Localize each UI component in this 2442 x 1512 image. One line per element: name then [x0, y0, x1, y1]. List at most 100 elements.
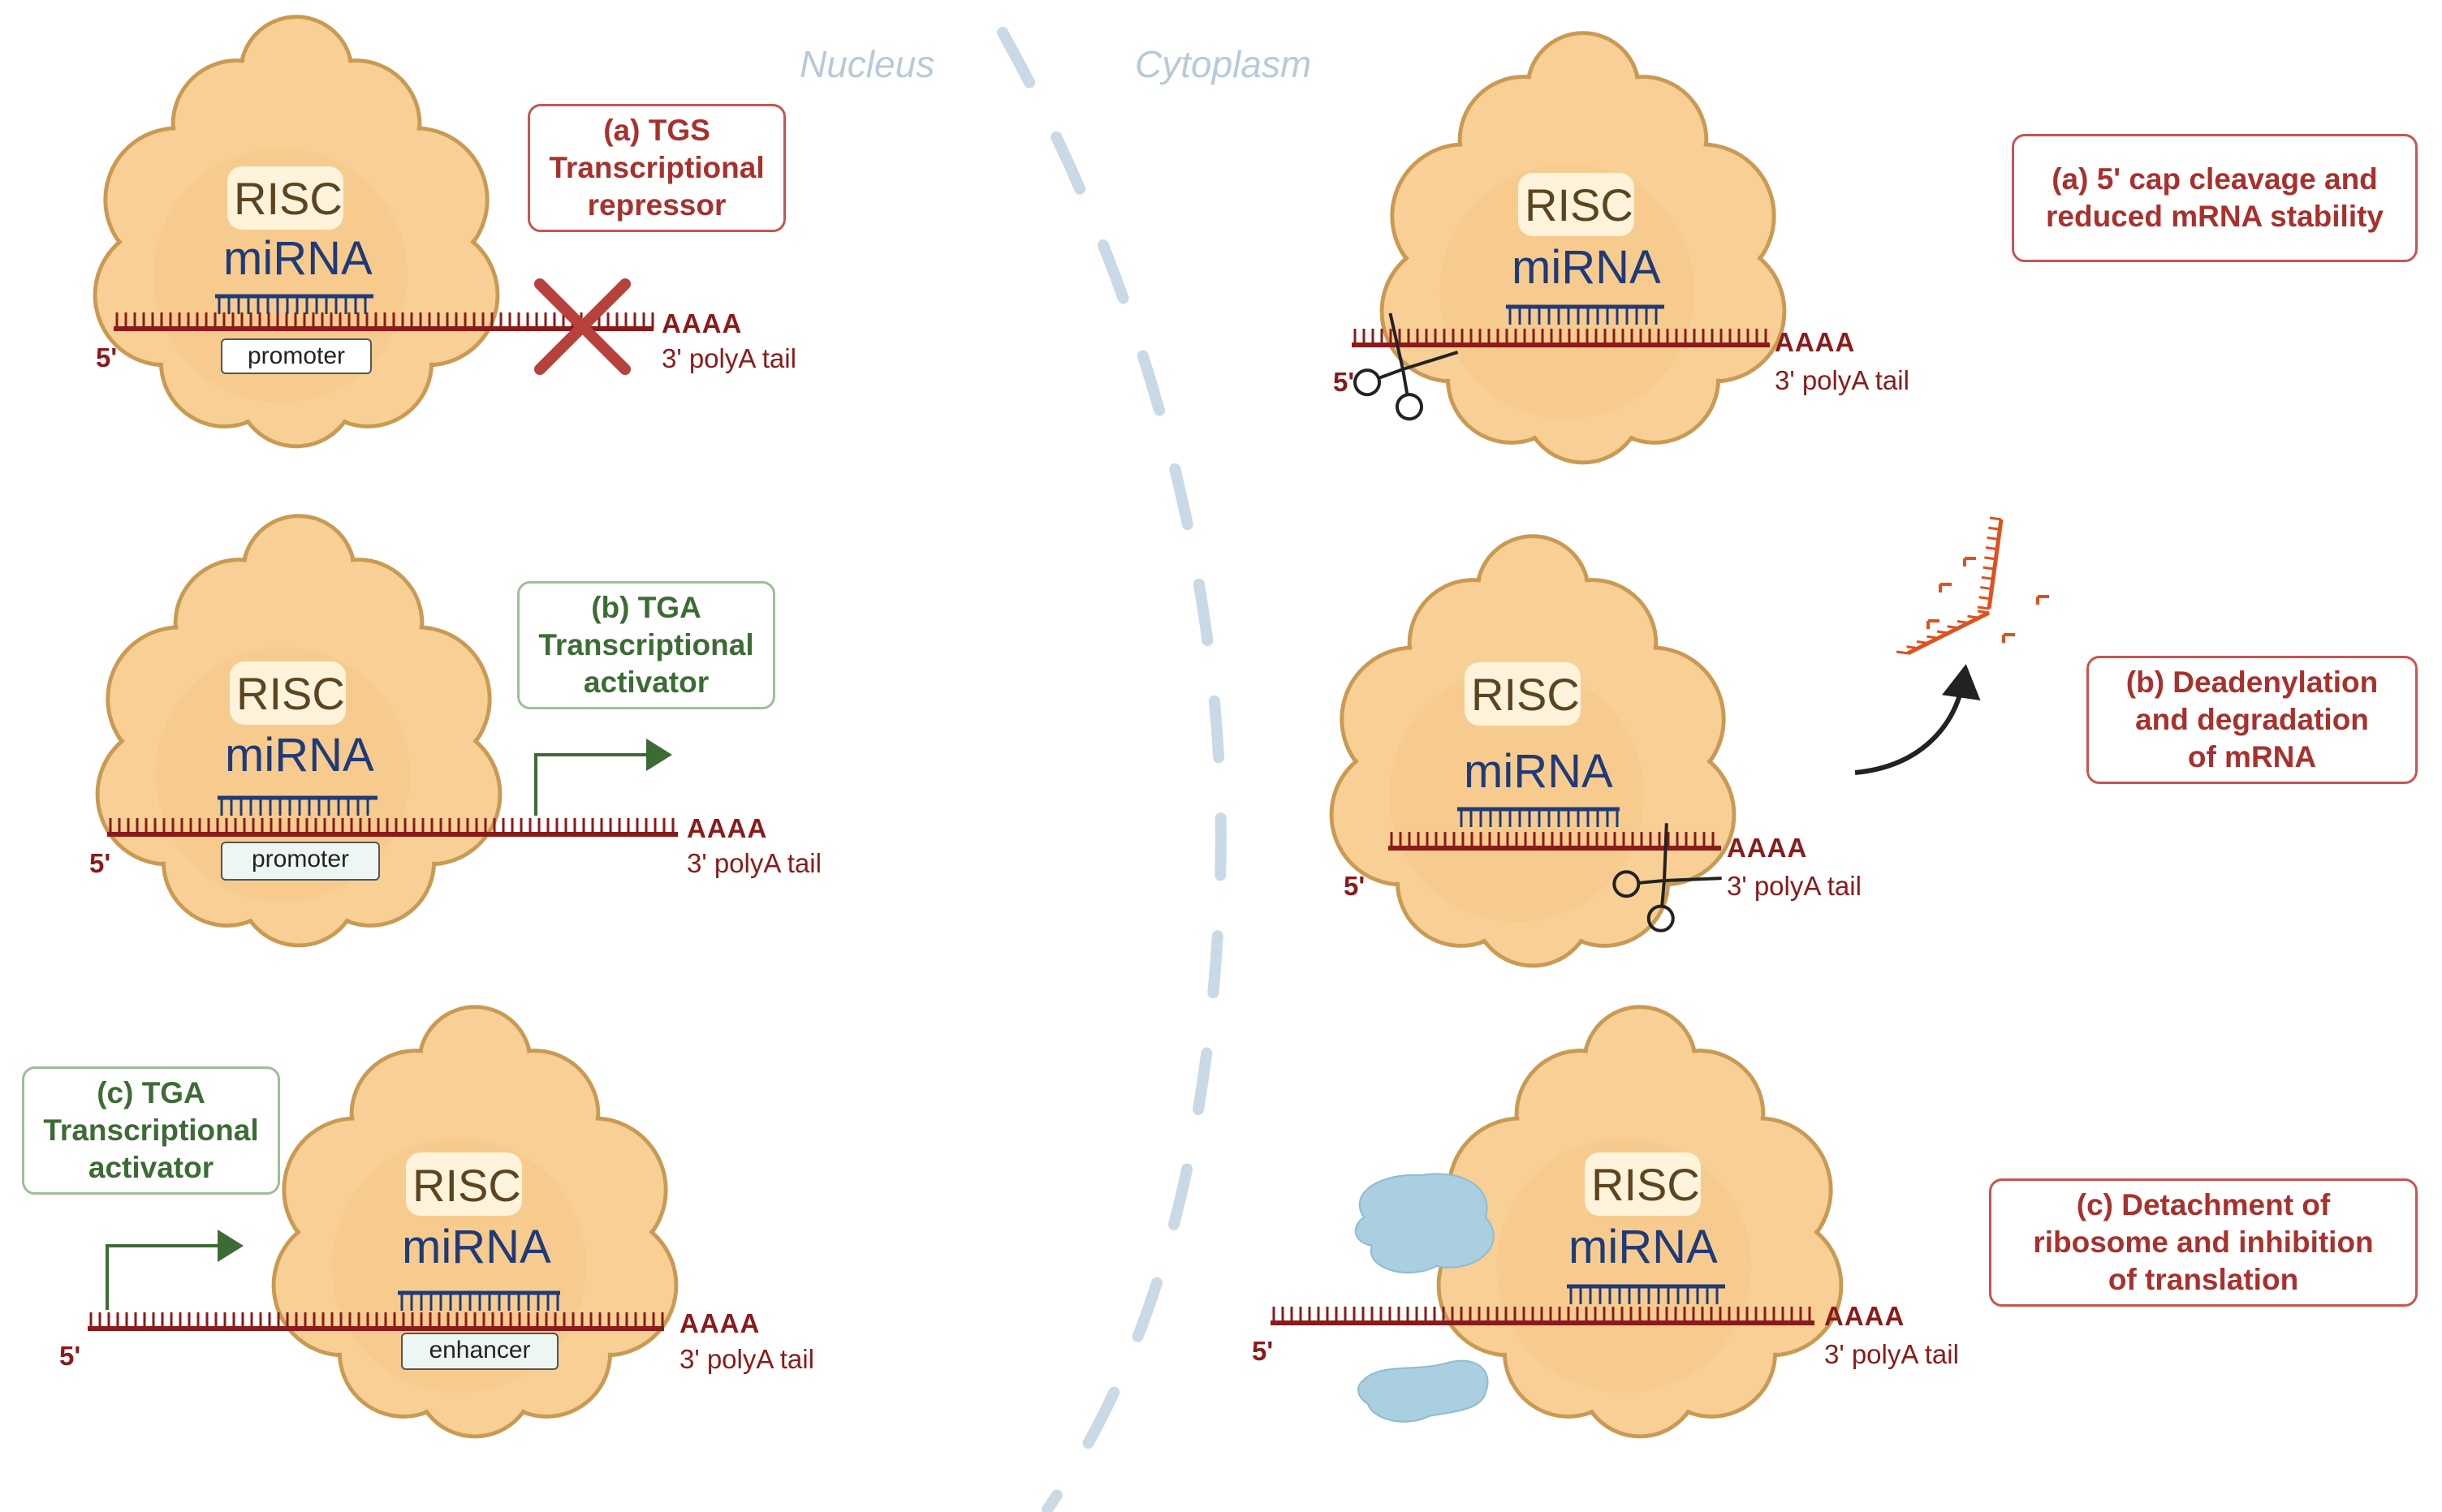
- scissor-handle: [1401, 368, 1409, 395]
- mirna-label: miRNA: [223, 232, 373, 285]
- box-line: (b) TGA: [591, 591, 701, 624]
- degradation-arrow: [1854, 664, 1981, 775]
- risc-label: RISC: [412, 1160, 521, 1211]
- risc-complex: [1329, 534, 1737, 968]
- scissor-ring: [1353, 368, 1382, 397]
- fragment-base: [1989, 516, 2002, 521]
- scissor-ring: [1646, 904, 1675, 933]
- ribosome-small-subunit: [1357, 1359, 1489, 1423]
- polya-aaaa-label: AAAA: [1775, 327, 1856, 357]
- five-prime-label: 5': [1333, 367, 1355, 397]
- nucleus-cytoplasm-divider: [997, 27, 1227, 1512]
- box-line: repressor: [587, 188, 727, 222]
- risc-label: RISC: [236, 668, 345, 719]
- fragment-base: [1980, 586, 1992, 591]
- risc-label: RISC: [1471, 669, 1580, 720]
- five-prime-label: 5': [89, 848, 111, 878]
- nucleus-label: Nucleus: [800, 43, 935, 85]
- risc-lobe-fill: [1525, 345, 1641, 460]
- cap-cleavage-box: (a) 5' cap cleavage and reduced mRNA sta…: [2012, 134, 2418, 262]
- risc-complex: [1379, 31, 1787, 465]
- polya-aaaa-label: AAAA: [680, 1308, 761, 1338]
- polya-tail-label: 3' polyA tail: [1775, 365, 1909, 395]
- ribosome-large-subunit: [1354, 1173, 1495, 1274]
- box-line: (b) Deadenylation: [2125, 666, 2379, 699]
- mrna-strand: [1271, 1307, 1814, 1325]
- mirna-strand: [1567, 1284, 1725, 1304]
- fragment-base: [1926, 635, 1939, 640]
- fragment-base: [1916, 640, 1929, 644]
- fragment-base: [1896, 650, 1909, 655]
- transcription-start-arrow: [534, 739, 672, 816]
- fragment-base: [1983, 566, 1995, 571]
- box-line: (a) 5' cap cleavage and: [2052, 162, 2378, 196]
- scissor-handle: [1660, 880, 1666, 907]
- risc-complex: [93, 15, 500, 449]
- five-prime-label: 5': [59, 1341, 81, 1371]
- risc-label: RISC: [234, 173, 343, 224]
- deadenylation-box: (b) Deadenylation and degradation of mRN…: [2086, 656, 2418, 784]
- mrna-strand: [88, 1312, 664, 1331]
- polya-aaaa-label: AAAA: [1727, 833, 1808, 863]
- mirna-strand: [1506, 304, 1664, 325]
- box-line: (a) TGS: [603, 114, 710, 147]
- risc-label-bg: [230, 661, 346, 725]
- box-line: Transcriptional: [538, 628, 754, 661]
- mirna-strand: [215, 294, 373, 314]
- risc-label-bg: [1465, 662, 1581, 726]
- box-line: (c) TGA: [97, 1076, 205, 1109]
- promoter-tag: promoter: [221, 338, 372, 374]
- box-line: activator: [88, 1151, 214, 1184]
- fragment-base: [1988, 526, 2000, 531]
- fragment-base: [1977, 610, 1990, 614]
- fragment-piece: [1939, 583, 1952, 592]
- box-line: and degradation: [2135, 703, 2369, 736]
- scissors-icon: [1353, 312, 1459, 421]
- tga-activator-box-b: (b) TGA Transcriptional activator: [517, 581, 775, 709]
- fragment-base: [1985, 546, 1998, 551]
- fragment-base: [1967, 614, 1979, 619]
- scissor-ring: [1612, 870, 1641, 898]
- risc-shade: [155, 647, 411, 902]
- box-line: ribosome and inhibition: [2033, 1226, 2374, 1259]
- mrna-strand: [107, 818, 678, 837]
- polya-tail-label: 3' polyA tail: [1727, 871, 1862, 901]
- risc-lobe-fill: [1475, 848, 1590, 963]
- mirna-strand: [398, 1290, 560, 1311]
- fragment-base: [1981, 575, 1994, 580]
- transcription-start-arrow: [106, 1230, 244, 1310]
- scissors-icon: [1612, 823, 1722, 933]
- fragment-piece: [2036, 595, 2049, 605]
- box-line: activator: [583, 666, 710, 699]
- scissor-handle: [1638, 879, 1665, 885]
- polya-tail-label: 3' polyA tail: [687, 848, 822, 878]
- scissor-blade: [1388, 312, 1404, 370]
- promoter-tag: promoter: [221, 842, 380, 881]
- scissor-blade: [1663, 877, 1722, 882]
- fragment-base: [1947, 625, 1959, 630]
- fragment-base: [1987, 536, 1999, 541]
- box-line: Transcriptional: [549, 151, 765, 184]
- risc-label-bg: [1585, 1152, 1701, 1216]
- polya-tail-label: 3' polyA tail: [680, 1344, 814, 1374]
- polya-aaaa-label: AAAA: [662, 308, 743, 338]
- mrna-strand: [1352, 329, 1770, 347]
- fragment-piece: [1926, 619, 1939, 629]
- mirna-label: miRNA: [225, 729, 374, 782]
- ribosome-detachment-box: (c) Detachment of ribosome and inhibitio…: [1989, 1178, 2418, 1307]
- polya-aaaa-label: AAAA: [687, 813, 768, 843]
- fragment-base: [1936, 630, 1949, 635]
- mirna-strand: [1457, 807, 1620, 827]
- fragment-piece: [2002, 633, 2015, 643]
- scissor-blade: [1402, 351, 1459, 371]
- box-line: reduced mRNA stability: [2046, 200, 2384, 233]
- box-line: of translation: [2108, 1263, 2299, 1296]
- polya-tail-label: 3' polyA tail: [1824, 1339, 1959, 1369]
- repression-cross-icon: [534, 278, 631, 375]
- fragment-base: [1957, 620, 1970, 624]
- risc-lobe-fill: [1582, 1319, 1698, 1434]
- fragment-base: [1977, 605, 1990, 610]
- five-prime-label: 5': [1344, 871, 1366, 901]
